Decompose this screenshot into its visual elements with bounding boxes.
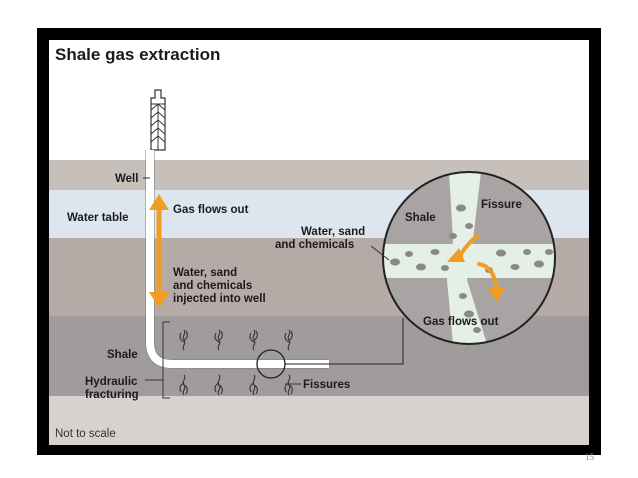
fracturing-bracket: [162, 321, 170, 399]
inset-fissure-label: Fissure: [481, 199, 522, 211]
well-label: Well: [115, 173, 138, 185]
not-to-scale-note: Not to scale: [55, 428, 116, 440]
water-table-label: Water table: [67, 212, 129, 224]
sky-area: [49, 40, 589, 160]
fissures-label: Fissures: [303, 379, 350, 391]
diagram-svg: Shale gas extraction Well Water table Ga…: [49, 40, 589, 445]
inset-water-sand-line-2: and chemicals: [275, 239, 354, 251]
inset-border: [382, 171, 556, 345]
fissures-lower-row: [179, 374, 293, 396]
inset-water-leader: [370, 245, 390, 261]
fissures-upper-row: [179, 329, 293, 351]
hydraulic-fracturing-line-1: Hydraulic: [85, 376, 138, 388]
gas-flows-out-label: Gas flows out: [173, 204, 249, 216]
hydraulic-fracturing-line-2: fracturing: [85, 389, 139, 401]
inset-arrow-head-left: [447, 248, 465, 262]
magnified-inset: [383, 172, 555, 344]
shale-label: Shale: [107, 349, 138, 361]
diagram-title: Shale gas extraction: [55, 45, 220, 64]
page-number: 15: [585, 452, 594, 462]
inset-water-sand-line-1: Water, sand: [301, 226, 365, 238]
water-injected-line-1: Water, sand: [173, 267, 237, 279]
water-injected-line-3: injected into well: [173, 293, 266, 305]
well-pipe: [146, 150, 329, 368]
inset-gas-arrows: [459, 234, 499, 290]
orange-double-arrow: [149, 194, 169, 308]
water-injected-line-2: and chemicals: [173, 280, 252, 292]
inset-shale-label: Shale: [405, 212, 436, 224]
derrick-icon: [150, 89, 166, 151]
zoom-connector: [285, 318, 404, 365]
bottom-layer: [49, 396, 589, 445]
inset-arrow-head-down: [488, 288, 505, 302]
diagram-canvas: Shale gas extraction Well Water table Ga…: [49, 40, 589, 445]
inset-gas-flows-out-label: Gas flows out: [423, 316, 499, 328]
